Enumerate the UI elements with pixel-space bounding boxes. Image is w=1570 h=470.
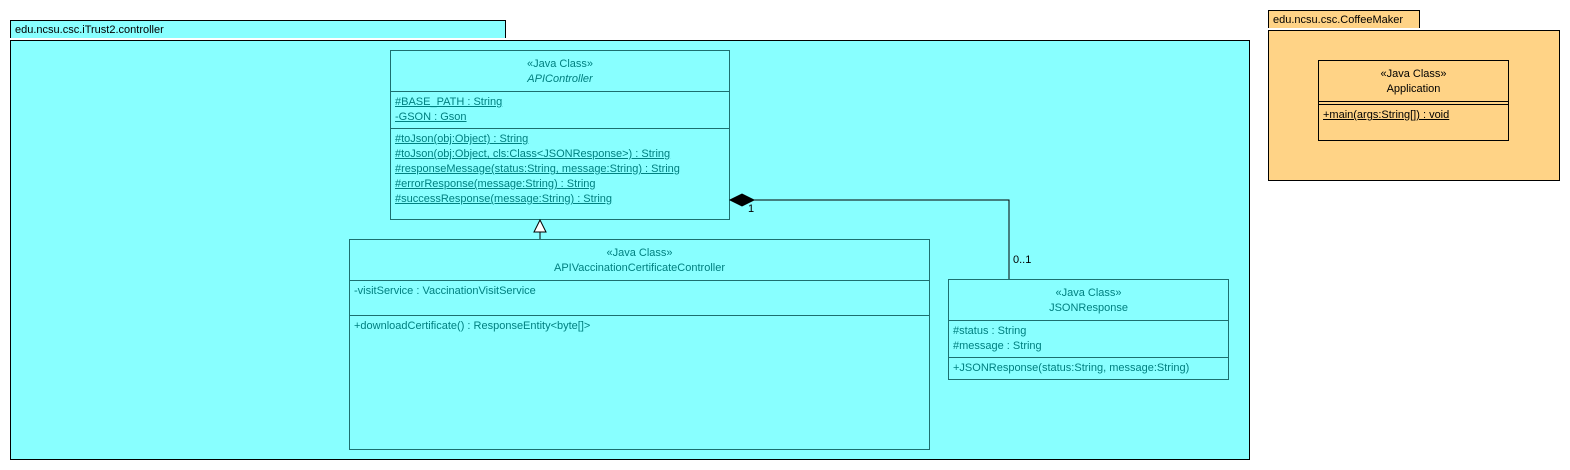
operation-row: #toJson(obj:Object) : String [395,133,529,145]
attribute-row: -GSON : Gson [395,111,467,123]
multiplicity-target: 0..1 [1013,254,1032,266]
stereotype-label: «Java Class» [606,247,673,259]
operations-section: +main(args:String[]) : void [1319,105,1508,140]
package-tab-controller[interactable]: edu.ncsu.csc.iTrust2.controller [10,20,506,38]
class-api-controller[interactable]: «Java Class» APIController #BASE_PATH : … [390,50,730,220]
operation-row: #responseMessage(status:String, message:… [395,163,680,175]
operation-row: #errorResponse(message:String) : String [395,178,596,190]
operations-section: #toJson(obj:Object) : String #toJson(obj… [391,129,729,219]
package-tab-coffeemaker[interactable]: edu.ncsu.csc.CoffeeMaker [1268,10,1420,28]
class-header: «Java Class» JSONResponse [949,280,1228,321]
multiplicity-source: 1 [748,203,755,215]
class-header: «Java Class» APIVaccinationCertificateCo… [350,240,929,281]
class-name: Application [1386,83,1441,95]
stereotype-label: «Java Class» [1055,287,1122,299]
operation-row: #successResponse(message:String) : Strin… [395,193,613,205]
attribute-row: -visitService : VaccinationVisitService [354,285,536,297]
class-name: JSONResponse [1049,302,1128,314]
attribute-row: #message : String [953,340,1042,352]
class-json-response[interactable]: «Java Class» JSONResponse #status : Stri… [948,279,1229,380]
class-name: APIVaccinationCertificateController [554,262,725,274]
operations-section: +JSONResponse(status:String, message:Str… [949,358,1228,379]
class-header: «Java Class» APIController [391,51,729,92]
operation-row: +main(args:String[]) : void [1323,109,1450,121]
package-name-coffeemaker: edu.ncsu.csc.CoffeeMaker [1273,14,1404,26]
stereotype-label: «Java Class» [526,58,594,70]
operation-row: +JSONResponse(status:String, message:Str… [953,362,1190,374]
operation-row: +downloadCertificate() : ResponseEntity<… [354,320,591,332]
operation-row: #toJson(obj:Object, cls:Class<JSONRespon… [395,148,671,160]
attribute-row: #BASE_PATH : String [395,96,503,108]
generalization-arrowhead-icon [533,218,547,233]
class-application[interactable]: «Java Class» Application +main(args:Stri… [1318,60,1509,141]
attribute-row: #status : String [953,325,1027,337]
attributes-section: #BASE_PATH : String -GSON : Gson [391,92,729,129]
composition-line[interactable] [754,199,1010,279]
composition-diamond-icon [728,193,756,207]
class-header: «Java Class» Application [1319,61,1508,102]
package-name-controller: edu.ncsu.csc.iTrust2.controller [15,24,164,36]
class-vaccination-controller[interactable]: «Java Class» APIVaccinationCertificateCo… [349,239,930,450]
class-name: APIController [527,73,593,85]
stereotype-label: «Java Class» [1380,68,1447,80]
attributes-section: -visitService : VaccinationVisitService [350,281,929,316]
attributes-section [1319,102,1508,105]
operations-section: +downloadCertificate() : ResponseEntity<… [350,316,929,449]
attributes-section: #status : String #message : String [949,321,1228,358]
